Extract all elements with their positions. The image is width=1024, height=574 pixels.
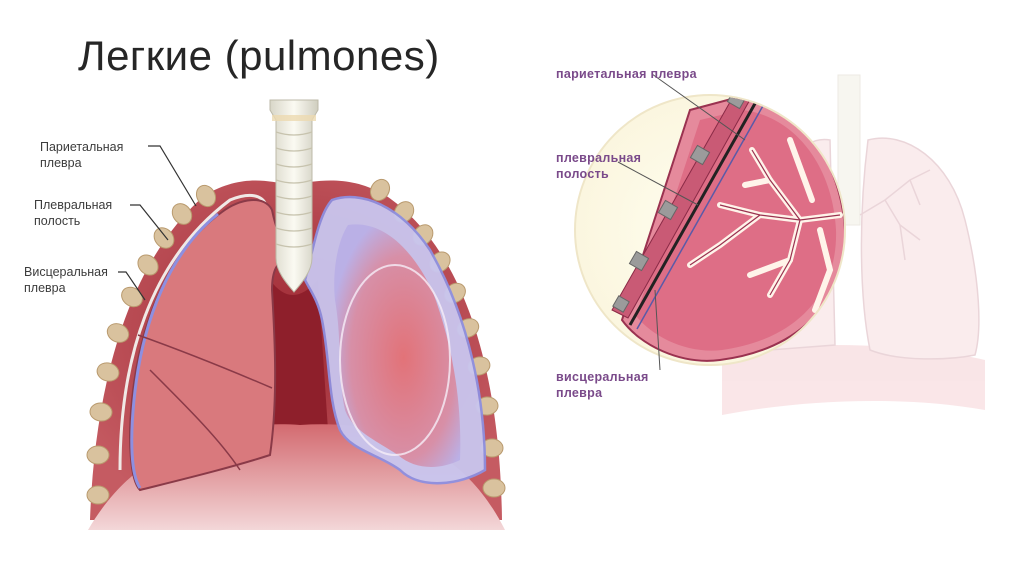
left-lung [129,199,292,492]
magnified-lung-section [611,96,844,362]
label-visceral-pleura-left: Висцеральная плевра [24,265,111,295]
label-parietal-pleura-right: париетальная плевра [556,67,698,81]
left-leader-lines [118,145,197,301]
label-pleural-cavity-right: плевральная полость [556,151,645,181]
parietal-pleura-left [118,193,268,471]
trachea-left [269,99,319,293]
rib-blocks [612,96,748,313]
label-parietal-pleura-left: Париетальная плевра [40,140,127,170]
lung-fissure-2 [149,369,241,471]
ribs-left [86,184,217,505]
mediastinum [268,280,330,460]
faded-lungs [722,74,985,415]
label-pleural-cavity-left: Плевральная полость [34,198,116,228]
right-leader-lines [617,73,746,371]
lung-fissure-1 [137,334,273,389]
visceral-pleura-left [130,212,219,489]
slide-title: Легкие (pulmones) [78,32,440,79]
left-diagram: Париетальная плевра Плевральная полость … [24,99,506,530]
right-diagram: париетальная плевра плевральная полость … [556,67,985,415]
right-lung-highlight [339,264,451,456]
label-visceral-pleura-right: висцеральная плевра [556,370,652,400]
